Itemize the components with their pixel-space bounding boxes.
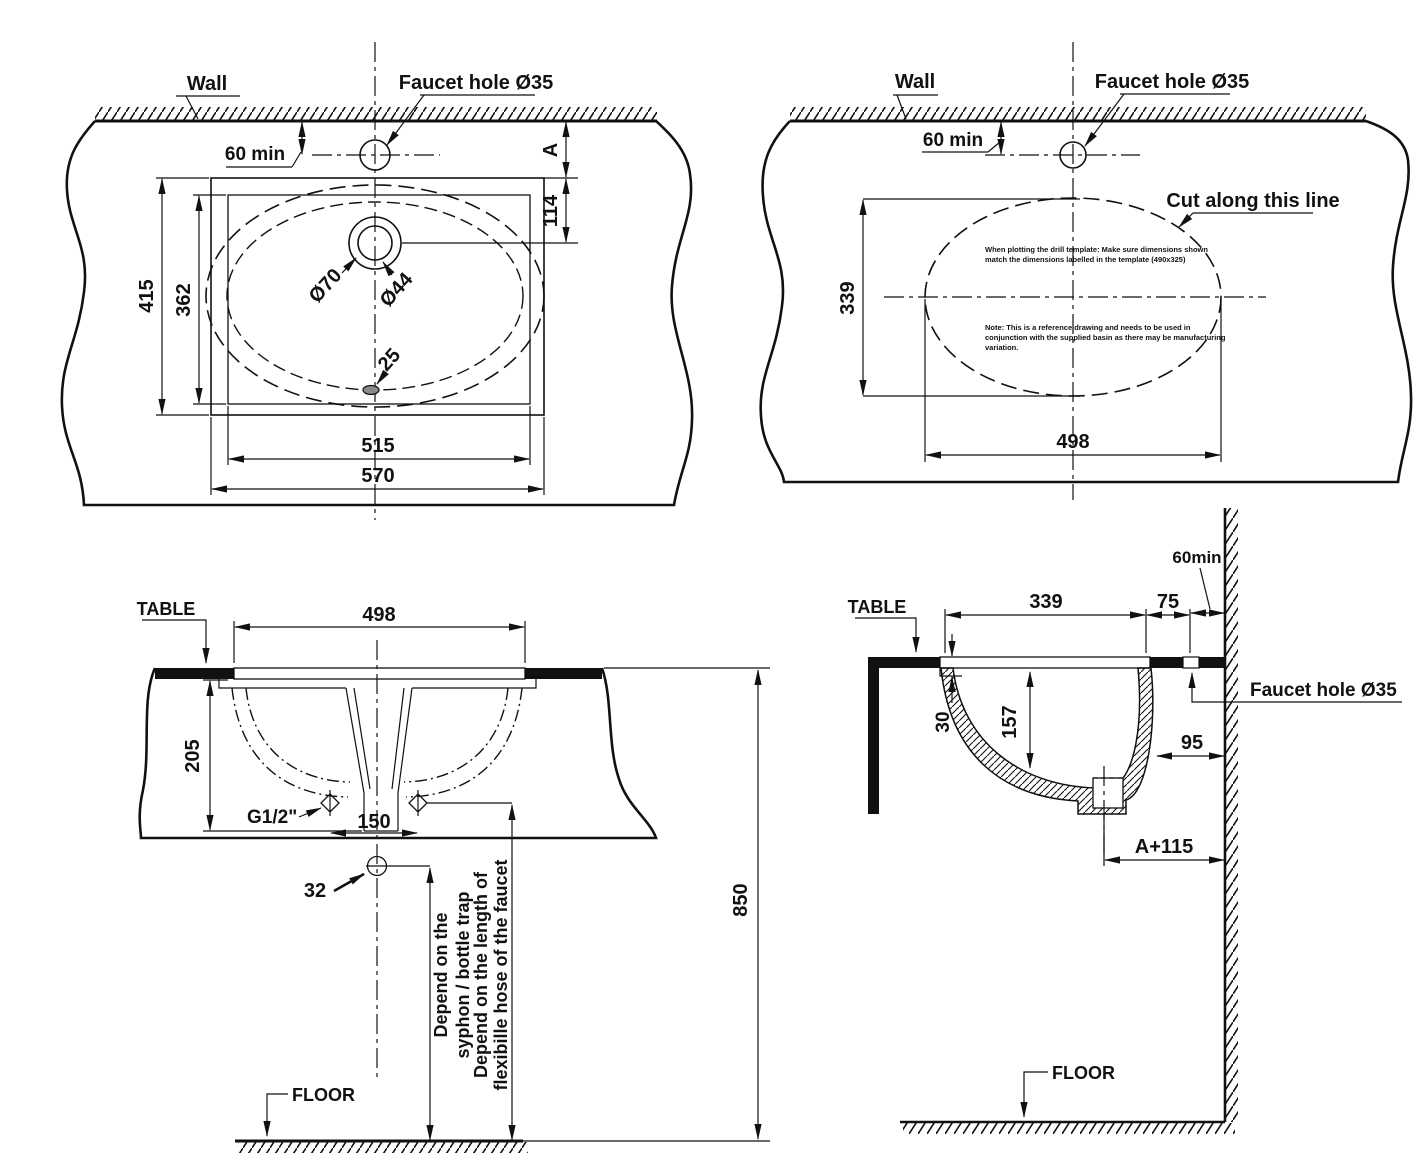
template-note-plot-line2: match the dimensions labelled in the tem… xyxy=(985,255,1186,264)
basin-outer-ellipse xyxy=(205,184,545,408)
dim-515-label: 515 xyxy=(361,435,394,457)
dim-32-label: 32 xyxy=(304,880,326,902)
dim-75-label: 75 xyxy=(1157,591,1179,613)
dim-150-label: 150 xyxy=(357,811,390,833)
template-note-ref-line1: Note: This is a reference drawing and ne… xyxy=(985,323,1191,332)
dim-30-label: 30 xyxy=(933,711,954,732)
floor-hatch xyxy=(238,1142,528,1153)
overflow-hole xyxy=(362,384,380,396)
basin-shell-section xyxy=(940,667,1154,815)
dim-a115-label: A+115 xyxy=(1135,836,1193,858)
table-label: TABLE xyxy=(137,599,196,619)
dim-339-label: 339 xyxy=(837,281,859,314)
floor-label: FLOOR xyxy=(1052,1063,1115,1083)
dim-498-label: 498 xyxy=(362,604,395,626)
cut-line-label: Cut along this line xyxy=(1166,190,1339,212)
dia-44-label: Ø44 xyxy=(376,268,418,311)
table-top-bar xyxy=(868,657,940,668)
floor-hatch xyxy=(903,1123,1235,1134)
dim-25-label: 25 xyxy=(374,344,405,375)
gap-60min-label: 60min xyxy=(1172,548,1221,567)
table-label: TABLE xyxy=(848,597,907,617)
depend-syphon-line2: syphon / bottle trap xyxy=(453,891,473,1058)
template-view: Wall Faucet hole Ø35 60 min Cut along th… xyxy=(759,42,1413,500)
dim-95-label: 95 xyxy=(1181,732,1203,754)
depend-hose-line2: flexibille hose of the faucet xyxy=(491,859,511,1090)
dim-498-label: 498 xyxy=(1056,431,1089,453)
countertop-outline xyxy=(60,120,694,507)
gap-60min-label: 60 min xyxy=(225,144,285,165)
gap-60min-label: 60 min xyxy=(923,130,983,151)
drain-inner-circle xyxy=(357,225,393,261)
front-section-view: TABLE 498 205 G1/2" xyxy=(137,599,770,1153)
dim-114-label: 114 xyxy=(540,194,562,227)
faucet-hole-label: Faucet hole Ø35 xyxy=(1095,71,1250,93)
dim-157-label: 157 xyxy=(999,705,1021,738)
dim-a-label: A xyxy=(540,143,562,157)
table-apron xyxy=(868,657,879,814)
dim-570-label: 570 xyxy=(361,465,394,487)
dim-205-label: 205 xyxy=(182,739,204,772)
template-note-plot-line1: When plotting the drill template: Make s… xyxy=(985,245,1208,254)
basin-rim-section xyxy=(939,656,1151,669)
dim-415-label: 415 xyxy=(136,279,158,312)
hidden-bowl-outer-right xyxy=(405,687,523,798)
hidden-bowl-outer-left xyxy=(231,687,349,798)
basin-rim-section xyxy=(233,667,526,680)
rim-inner-rect xyxy=(227,194,531,405)
drain-outlet xyxy=(1092,777,1124,809)
table-top-right-bar xyxy=(525,668,602,679)
dia-70-label: Ø70 xyxy=(305,265,347,308)
faucet-hole-gap xyxy=(1182,656,1200,669)
wall-label: Wall xyxy=(187,73,227,95)
template-note-ref-line2: conjunction with the supplied basin as t… xyxy=(985,333,1226,342)
fitting-label: G1/2" xyxy=(247,807,297,828)
table-top-bar xyxy=(1150,657,1183,668)
wall-label: Wall xyxy=(895,71,935,93)
dim-339-label: 339 xyxy=(1029,591,1062,613)
depend-syphon-line1: Depend on the xyxy=(431,913,451,1038)
counter-outline xyxy=(138,667,658,840)
wall-hatch xyxy=(790,107,1366,121)
faucet-hole-label: Faucet hole Ø35 xyxy=(399,72,554,94)
countertop-outline xyxy=(759,119,1413,484)
depend-hose-line1: Depend on the length of xyxy=(471,871,491,1078)
drain-outer-circle xyxy=(348,216,402,270)
faucet-hole xyxy=(1059,141,1087,169)
wall-hatch xyxy=(95,107,657,121)
table-top-left-bar xyxy=(155,668,234,679)
dim-850-label: 850 xyxy=(730,883,752,916)
table-top-bar xyxy=(1199,657,1225,668)
hidden-bowl-inner-left xyxy=(245,687,351,783)
faucet-hole xyxy=(359,139,391,171)
wall-hatch xyxy=(1226,508,1238,1122)
dim-362-label: 362 xyxy=(173,283,195,316)
hidden-bowl-inner-right xyxy=(403,687,509,783)
faucet-hole-label: Faucet hole Ø35 xyxy=(1250,680,1397,701)
plan-view: Wall Faucet hole Ø35 60 min A 114 415 xyxy=(60,42,694,520)
side-section-view: TABLE 339 75 60min 30 157 95 Faucet hole… xyxy=(848,508,1402,1134)
floor-label: FLOOR xyxy=(292,1085,355,1105)
template-note-ref-line3: variation. xyxy=(985,343,1018,352)
